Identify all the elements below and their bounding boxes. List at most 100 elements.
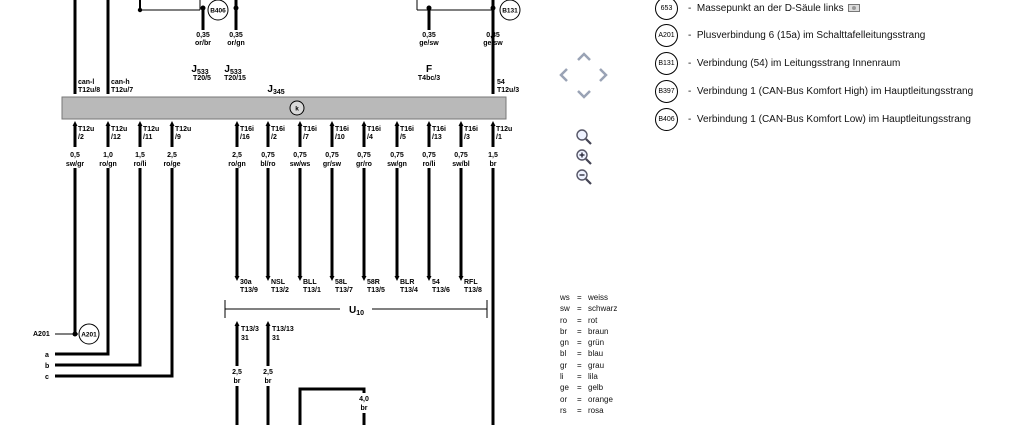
connection-circle-b406 (207, 0, 229, 21)
label-mask (288, 147, 312, 168)
u10-pin-label: RFL (464, 279, 478, 286)
color-label: ro/gn (228, 161, 246, 168)
side-label-c: c (45, 374, 49, 381)
legend-circle: A201 (655, 23, 678, 47)
color-label: sw/ws (290, 161, 311, 168)
equals-sign: = (577, 349, 582, 359)
legend-row: B406 - Verbindung 1 (CAN-Bus Komfort Low… (655, 107, 971, 131)
color-label: sw/bl (452, 161, 470, 168)
legend-text: - Verbindung 1 (CAN-Bus Komfort High) im… (688, 85, 974, 97)
u10-pin-label: 54 (432, 279, 440, 286)
section-label: 2,5 (167, 152, 177, 159)
pin-label: T20/5 (193, 75, 211, 82)
u10-pin-label: T13/2 (271, 287, 289, 294)
magnifier-icon[interactable] (573, 126, 595, 148)
pin-arrow-icon (458, 276, 464, 281)
pin-arrow-icon (105, 121, 111, 126)
legend-text: - Verbindung (54) im Leitungsstrang Inne… (688, 57, 901, 69)
bus-label: T12u/3 (497, 87, 519, 94)
top-connector-labels: 0,35 or/br J533 T20/5 0,35 or/gn J533 T2… (191, 32, 503, 82)
color-label: ro/ge (163, 161, 180, 168)
pin-label: T16i (240, 126, 254, 133)
wire-4-0-br (298, 387, 366, 425)
section-label: 0,75 (454, 152, 468, 159)
color-label: br (234, 378, 241, 385)
u10-pin-label: T13/1 (303, 287, 321, 294)
color-legend-row: li=lila (560, 371, 617, 382)
legend-circle: B406 (655, 107, 678, 131)
pin-label: T13/3 (241, 326, 259, 333)
pin-label: 31 (241, 335, 249, 342)
color-name: weiss (588, 293, 609, 302)
wire-output-b (55, 195, 142, 367)
color-legend-row: or=orange (560, 394, 617, 405)
equals-sign: = (577, 360, 582, 370)
pin-label: T16i (367, 126, 381, 133)
pin-arrow-icon (234, 121, 240, 126)
color-code: ro (560, 315, 568, 325)
pin-label: /2 (78, 134, 84, 141)
label-mask (160, 147, 184, 168)
section-label: 1,5 (488, 152, 498, 159)
pin-arrow-icon (265, 276, 271, 281)
arrow-right-icon[interactable] (592, 64, 614, 86)
pin-label: /3 (464, 134, 470, 141)
label-mask (385, 147, 409, 168)
section-label: 0,35 (422, 32, 436, 39)
color-name: rot (588, 315, 598, 325)
u10-pin-label: 30a (240, 279, 252, 286)
navigation-controls (550, 40, 610, 190)
u10-label: U10 (349, 305, 364, 317)
color-name: rosa (588, 405, 604, 415)
legend-circle: B131 (655, 51, 678, 75)
label-mask (96, 147, 120, 168)
pin-label: /4 (367, 134, 373, 141)
camera-icon[interactable] (848, 3, 861, 13)
junction-dot (426, 5, 432, 11)
junction-dot (200, 5, 206, 11)
pin-arrow-icon (265, 121, 271, 126)
pin-label: /10 (335, 134, 345, 141)
arrow-down-icon[interactable] (573, 83, 595, 105)
equals-sign: = (577, 326, 582, 336)
pin-label: T12u (143, 126, 159, 133)
legend-row: A201 - Plusverbindung 6 (15a) im Schaltt… (655, 23, 925, 47)
color-name: grau (588, 360, 605, 370)
label-mask (449, 147, 473, 168)
section-label: 0,35 (196, 32, 210, 39)
component-label: J533 (224, 64, 241, 76)
bus-label: T12u/8 (78, 87, 100, 94)
u10-pin-label: T13/7 (335, 287, 353, 294)
wire-output-c (55, 195, 174, 378)
equals-sign: = (577, 304, 582, 314)
color-legend-row: gr=grau (560, 360, 617, 371)
legend-row: 653 - Massepunkt an der D-Säule links (655, 0, 861, 20)
pin-label: /7 (303, 134, 309, 141)
pin-label: T4bc/3 (418, 75, 440, 82)
pin-arrow-icon (426, 121, 432, 126)
color-label: br (490, 161, 497, 168)
pin-arrow-icon (297, 276, 303, 281)
color-code: bl (560, 349, 567, 359)
arrow-left-icon[interactable] (553, 64, 575, 86)
legend-text: - Massepunkt an der D-Säule links (688, 3, 861, 14)
bus-label: can-h (111, 79, 130, 86)
section-label: 0,75 (325, 152, 339, 159)
color-label: or/gn (227, 40, 245, 47)
control-unit-symbol-icon (289, 100, 305, 116)
legend-text: - Plusverbindung 6 (15a) im Schalttafell… (688, 29, 926, 41)
connection-circle-b131 (499, 0, 521, 21)
section-label: 0,75 (357, 152, 371, 159)
wire-output-a (55, 195, 110, 356)
section-label: 0,75 (293, 152, 307, 159)
arrow-up-icon[interactable] (573, 46, 595, 68)
pins-below-group: T12u/20,5sw/grT12u/121,0ro/gnT12u/111,5r… (63, 121, 512, 425)
pin-label: T16i (335, 126, 349, 133)
zoom-in-icon[interactable] (573, 146, 595, 168)
zoom-out-icon[interactable] (573, 166, 595, 188)
equals-sign: = (577, 372, 582, 382)
equals-sign: = (577, 383, 582, 393)
pin-label: T12u (78, 126, 94, 133)
color-name: grün (588, 338, 605, 348)
